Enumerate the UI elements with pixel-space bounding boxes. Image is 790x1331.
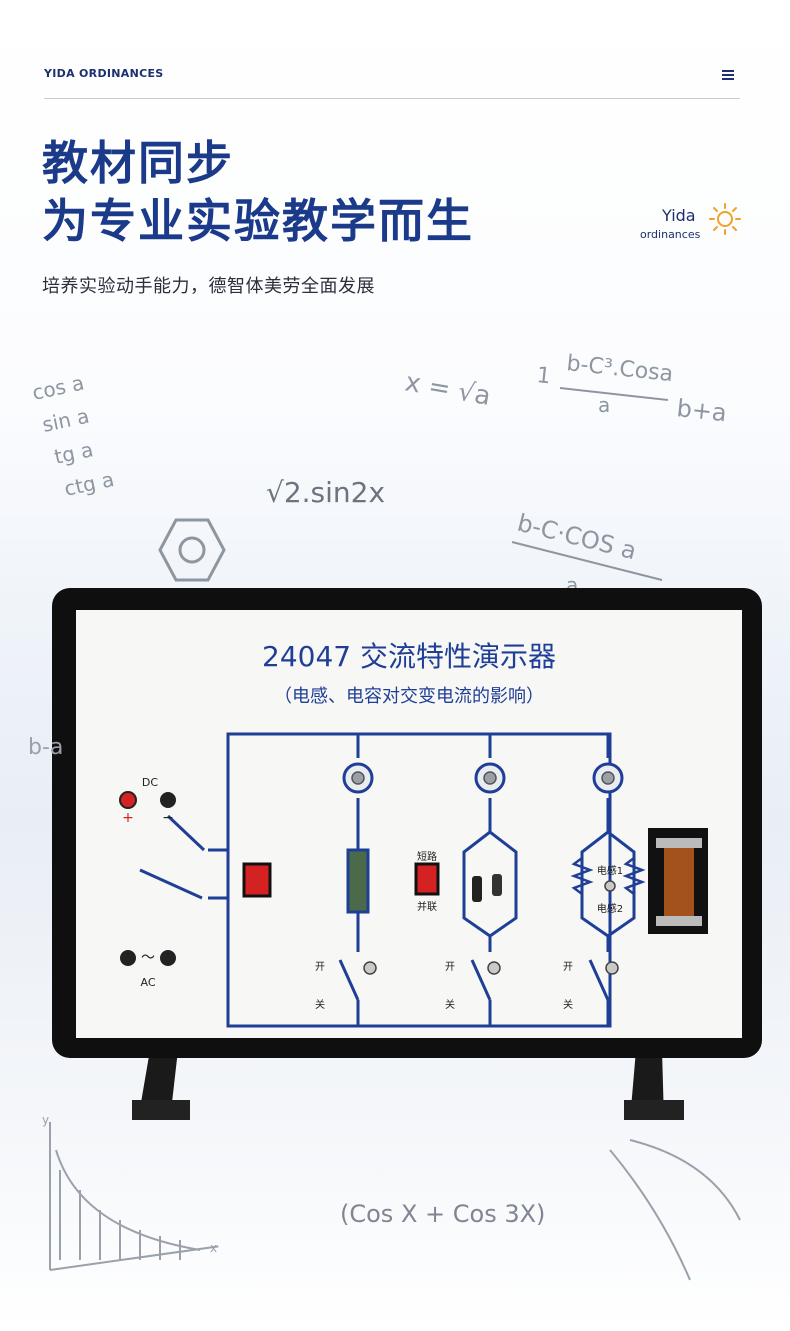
scribble-bminusa: b-a <box>28 735 63 760</box>
sun-icon <box>709 203 741 235</box>
scribble-tg: tg a <box>52 437 95 469</box>
logo-word: Yida <box>662 206 696 225</box>
scribble-bccos-bottom: a <box>566 573 578 590</box>
scribble-fraction-bottom: a <box>598 393 610 417</box>
scribble-sin: sin a <box>40 404 91 437</box>
switch-on-label-3: 开 <box>563 962 573 973</box>
headline-line-2: 为专业实验教学而生 <box>42 194 474 248</box>
parallel-label: 并联 <box>417 900 437 913</box>
scribble-fraction-prefix: 1 <box>535 363 552 389</box>
board-title: 24047 交流特性演示器 <box>262 640 556 673</box>
scribble-cos: cos a <box>30 371 86 405</box>
hero-subtitle: 培养实验动手能力，德智体美劳全面发展 <box>42 276 375 297</box>
ac-symbol: ～ <box>141 950 155 966</box>
switch-off-label-3: 关 <box>563 998 573 1011</box>
math-scribble-side: b-a <box>28 735 63 760</box>
inductor2-label: 电感2 <box>597 902 623 915</box>
axis-y-label: y <box>42 1113 49 1127</box>
scribble-ctg: ctg a <box>62 467 116 501</box>
top-bar: YIDA ORDINANCES <box>44 62 740 99</box>
math-scribbles-bottom: y x (Cos X + Cos 3X) <box>42 1113 741 1281</box>
board-illustration: 24047 交流特性演示器 （电感、电容对交变电流的影响） DC + − ～ A… <box>52 588 762 1120</box>
switch-off-label-2: 关 <box>445 998 455 1011</box>
scribble-fraction-top: b-C³.Cosa <box>565 351 674 387</box>
switch-on-label-1: 开 <box>315 962 325 973</box>
minus-label: − <box>162 810 174 826</box>
short-label: 短路 <box>417 850 437 863</box>
axis-x-label: x <box>210 1241 217 1255</box>
logo-subword: ordinances <box>640 228 701 241</box>
scribble-bplusa: b+a <box>675 394 728 427</box>
inductor1-label: 电感1 <box>597 864 623 877</box>
scribble-root-a: x = √a <box>403 367 493 412</box>
board-subtitle: （电感、电容对交变电流的影响） <box>274 686 544 707</box>
scribble-sin2x: √2.sin2x <box>266 476 385 509</box>
ac-label: AC <box>140 976 155 989</box>
brand-name: YIDA ORDINANCES <box>44 67 164 80</box>
brand-logo: Yida ordinances <box>636 200 746 248</box>
switch-off-label-1: 关 <box>315 998 325 1011</box>
scribble-bccos-top: b-C·COS a <box>515 509 640 566</box>
math-scribbles-top: cos a sin a tg a ctg a x = √a 1 b-C³.Cos… <box>30 351 728 590</box>
scribble-cos-sum: (Cos X + Cos 3X) <box>340 1200 545 1228</box>
switch-on-label-2: 开 <box>445 962 455 973</box>
plus-label: + <box>122 810 134 826</box>
demonstrator-board: 24047 交流特性演示器 （电感、电容对交变电流的影响） DC + − ～ A… <box>40 580 780 1140</box>
hamburger-menu-icon[interactable] <box>722 70 734 80</box>
headline-line-1: 教材同步 <box>42 136 234 190</box>
dc-label: DC <box>142 776 158 789</box>
